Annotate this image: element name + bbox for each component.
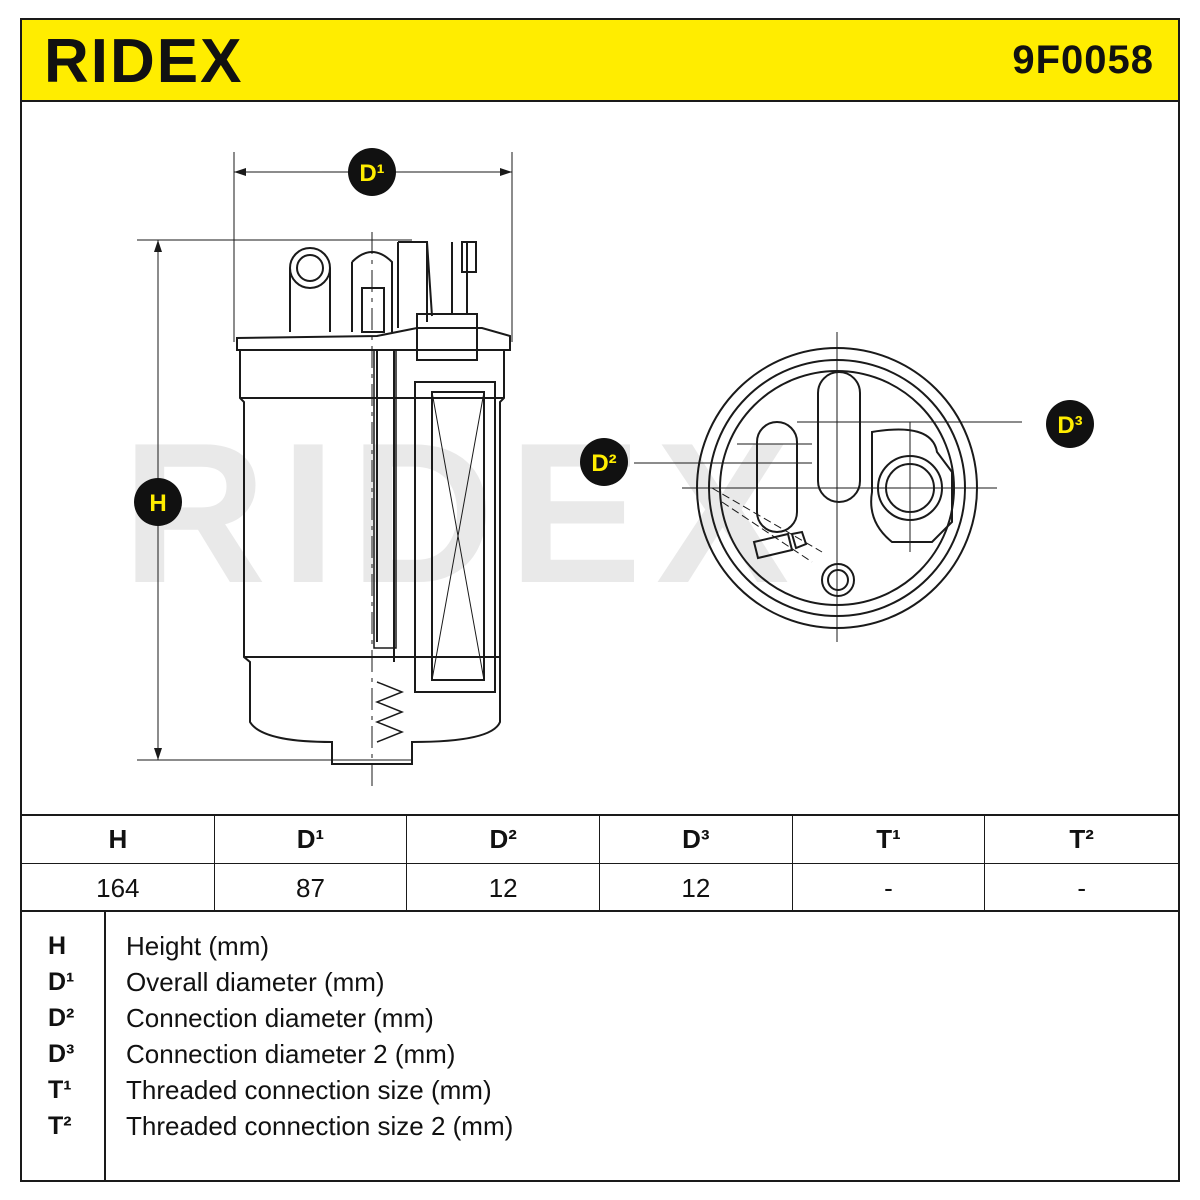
legend-symbol: H xyxy=(48,931,67,960)
spec-value-t2: - xyxy=(1077,872,1086,903)
spec-value-d2: 12 xyxy=(407,864,600,912)
legend-symbol: D³ xyxy=(48,1039,75,1068)
legend-symbol: T² xyxy=(48,1111,72,1140)
brand-label: RIDEX xyxy=(44,28,243,92)
spec-table: H D¹ D² D³ T¹ T² 164 87 12 12 - - xyxy=(22,814,1178,912)
watermark: RIDEX xyxy=(122,402,803,625)
ridex-logo: RIDEX xyxy=(44,28,243,92)
spec-value-h: 164 xyxy=(22,864,215,912)
spec-value-t1: - xyxy=(793,864,986,912)
svg-text:H: H xyxy=(149,490,166,517)
drawing-canvas: RIDEX xyxy=(122,148,1094,792)
spec-value-d3: 12 xyxy=(600,864,793,912)
legend-symbol: D² xyxy=(48,1003,75,1032)
legend-description: Threaded connection size 2 (mm) xyxy=(126,1110,514,1141)
badge-d2: D² xyxy=(580,438,628,486)
header-bar: RIDEX 9F0058 xyxy=(22,20,1178,102)
legend-description: Connection diameter (mm) xyxy=(126,1002,434,1033)
legend-description: Connection diameter 2 (mm) xyxy=(126,1038,456,1069)
top-view xyxy=(634,332,1022,642)
legend-symbol: T¹ xyxy=(48,1075,72,1104)
svg-text:D³: D³ xyxy=(1057,412,1082,439)
spec-value-d1: 87 xyxy=(215,864,408,912)
svg-text:D²: D² xyxy=(591,450,616,477)
spec-header-d2: D² xyxy=(407,816,600,864)
legend-symbol: D¹ xyxy=(48,967,75,996)
product-sheet: RIDEX 9F0058 RIDEX xyxy=(20,18,1180,1182)
part-number: 9F0058 xyxy=(1012,38,1154,82)
side-view xyxy=(137,152,513,792)
spec-header-t2: T² xyxy=(985,816,1178,864)
legend: H Height (mm) D¹ Overall diameter (mm) D… xyxy=(22,912,1178,1182)
legend-description: Height (mm) xyxy=(126,930,270,961)
spec-header-d3: D³ xyxy=(600,816,793,864)
badge-d3: D³ xyxy=(1046,400,1094,448)
spec-header-t1: T¹ xyxy=(792,816,986,864)
spec-header-h: H xyxy=(22,816,215,864)
technical-drawing: RIDEX xyxy=(22,102,1178,814)
badge-d1: D¹ xyxy=(348,148,396,196)
legend-description: Threaded connection size (mm) xyxy=(126,1074,492,1105)
spec-header-d1: D¹ xyxy=(214,816,408,864)
badge-h: H xyxy=(134,478,182,526)
legend-divider xyxy=(104,912,106,1182)
svg-text:D¹: D¹ xyxy=(359,160,384,187)
legend-description: Overall diameter (mm) xyxy=(126,966,385,997)
